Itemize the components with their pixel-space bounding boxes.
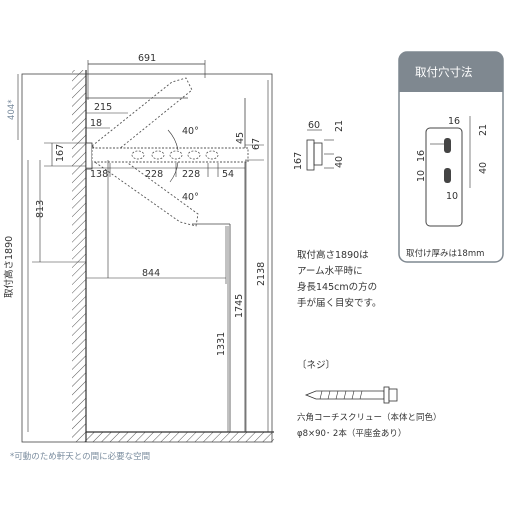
wall-bracket: [85, 142, 93, 170]
angle-arc-bottom: [169, 161, 179, 183]
side-label-40: 40: [334, 156, 345, 168]
arm-horizontal: [91, 147, 249, 163]
label-1331: 1331: [216, 332, 227, 356]
mount-panel: [398, 51, 504, 263]
label-813: 813: [35, 200, 46, 218]
label-844: 844: [142, 268, 160, 279]
floor-hatch: [86, 432, 274, 442]
mount-thickness-note: 取付け厚みは18mm: [406, 248, 484, 259]
label-67: 67: [251, 138, 262, 150]
label-18: 18: [90, 118, 102, 129]
label-228a: 228: [145, 169, 163, 180]
label-54: 54: [222, 169, 234, 180]
angle-arc-top: [167, 129, 179, 151]
label-404: 404*: [7, 100, 17, 120]
mount-label-16-top: 16: [448, 116, 460, 127]
mount-panel-title: 取付穴寸法: [415, 65, 473, 79]
label-angle-bottom: 40°: [182, 192, 199, 203]
label-215: 215: [94, 102, 112, 113]
wall-hatch: [72, 70, 86, 442]
label-228b: 228: [182, 169, 200, 180]
mount-label-10-bottom: 10: [446, 191, 458, 202]
label-1745: 1745: [234, 294, 245, 318]
mount-label-10-left: 10: [416, 170, 427, 182]
screw-line1: 六角コーチスクリュー（本体と同色）: [297, 412, 442, 423]
label-45: 45: [235, 132, 246, 144]
mount-hole-bottom: [444, 168, 451, 183]
label-691: 691: [138, 53, 156, 64]
mount-label-16-left: 16: [416, 150, 427, 162]
screw-heading: 〔ネジ〕: [297, 359, 335, 371]
side-label-21: 21: [334, 120, 345, 132]
mount-label-21: 21: [478, 124, 489, 136]
height-note-line4: 手が届く目安です。: [297, 297, 382, 309]
screw-line2: φ8×90･ 2本（平座金あり）: [297, 428, 406, 439]
mount-label-40: 40: [478, 162, 489, 174]
height-note-line1: 取付高さ1890は: [297, 249, 369, 261]
clearance-outline: [21, 73, 273, 443]
label-1890: 取付高さ1890: [3, 236, 15, 298]
footnote: *可動のため軒天との間に必要な空間: [10, 451, 150, 462]
label-167-left: 167: [55, 144, 66, 162]
label-2138: 2138: [256, 262, 267, 286]
height-note-line3: 身長145cmの方の: [297, 281, 377, 293]
height-note-line2: アーム水平時に: [297, 265, 363, 277]
screw-illustration: [304, 386, 398, 404]
mount-hole-top: [444, 138, 451, 153]
side-view: [306, 129, 334, 171]
side-label-60: 60: [308, 120, 320, 131]
side-label-167: 167: [293, 152, 304, 170]
label-138: 138: [90, 169, 108, 180]
label-angle-top: 40°: [182, 126, 199, 137]
